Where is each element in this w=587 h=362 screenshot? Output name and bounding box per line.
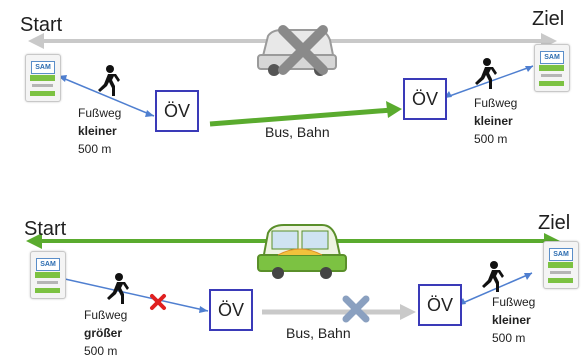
walk-comparison: kleiner	[78, 124, 117, 138]
walk-distance: 500 m	[84, 344, 118, 358]
walk-distance-left: Fußweg kleiner 500 m	[78, 104, 121, 158]
walk-line-left	[55, 275, 209, 313]
stop-sign-text: SAM	[31, 61, 55, 74]
crossed-out-icon	[342, 295, 370, 323]
bus-stop-sign-icon: SAM	[30, 251, 66, 299]
walk-distance-left: Fußweg größer 500 m	[84, 306, 127, 360]
walk-comparison: kleiner	[492, 313, 531, 327]
stop-sign-text: SAM	[36, 258, 60, 271]
walk-comparison: größer	[84, 326, 123, 340]
transit-arrow-green	[209, 101, 402, 127]
public-transport-stop-box: ÖV	[155, 90, 199, 132]
walk-label: Fußweg	[474, 96, 518, 110]
public-transport-stop-box: ÖV	[403, 78, 447, 120]
walk-distance-right: Fußweg kleiner 500 m	[474, 94, 517, 148]
pedestrian-icon	[482, 261, 504, 292]
walk-label: Fußweg	[78, 106, 122, 120]
red-cross-icon	[150, 294, 166, 310]
pedestrian-icon	[475, 58, 497, 89]
walk-distance: 500 m	[78, 142, 112, 156]
pedestrian-icon	[107, 273, 129, 304]
pedestrian-icon	[98, 65, 120, 96]
crossed-out-icon	[278, 25, 328, 75]
stop-sign-text: SAM	[540, 51, 564, 64]
walk-distance: 500 m	[474, 132, 508, 146]
walk-distance-right: Fußweg kleiner 500 m	[492, 293, 535, 347]
ziel-label: Ziel	[532, 8, 565, 30]
walk-label: Fußweg	[84, 308, 128, 322]
ziel-label: Ziel	[538, 212, 571, 234]
walk-comparison: kleiner	[474, 114, 513, 128]
walk-label: Fußweg	[492, 295, 536, 309]
bus-stop-sign-icon: SAM	[534, 44, 570, 92]
stop-sign-text: SAM	[549, 248, 573, 261]
car-icon	[257, 224, 347, 279]
scene-top: Start Ziel SAM SAM Fußweg kleiner 500 m …	[20, 8, 570, 158]
route-label: Bus, Bahn	[286, 325, 351, 341]
scene-bottom: Start Ziel SAM SAM Fußweg größer 500 m F…	[0, 181, 587, 362]
start-label: Start	[20, 14, 63, 36]
public-transport-stop-box: ÖV	[209, 289, 253, 331]
transit-arrow-gray	[262, 304, 416, 320]
scene-top-graphics	[28, 25, 557, 127]
route-label: Bus, Bahn	[265, 124, 330, 140]
public-transport-stop-box: ÖV	[418, 284, 462, 326]
walk-distance: 500 m	[492, 331, 526, 345]
bus-stop-sign-icon: SAM	[25, 54, 61, 102]
bus-stop-sign-icon: SAM	[543, 241, 579, 289]
start-label: Start	[24, 218, 67, 240]
